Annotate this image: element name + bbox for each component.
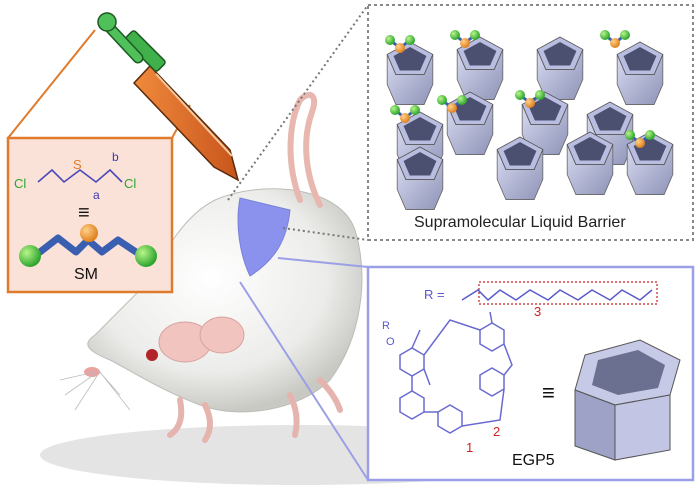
guest-atom bbox=[525, 98, 535, 108]
guest-atom bbox=[460, 38, 470, 48]
egp5-equiv-symbol: ≡ bbox=[542, 380, 555, 405]
guest-atom bbox=[535, 90, 545, 100]
tube-cavity bbox=[463, 42, 497, 66]
sm-s-label: S bbox=[73, 157, 82, 172]
sm-cl-left-label: Cl bbox=[14, 176, 27, 191]
tube-cavity bbox=[403, 152, 437, 176]
pillararene-tubes bbox=[386, 36, 674, 210]
sword-grip bbox=[106, 24, 142, 62]
egp5-r-def: R = bbox=[424, 287, 445, 302]
rat-eye bbox=[146, 349, 158, 361]
egp5-macrocycle bbox=[399, 311, 513, 434]
guest-atom bbox=[635, 138, 645, 148]
sm-guest-molecules bbox=[385, 30, 655, 148]
sm-bond-a-label: a bbox=[93, 188, 100, 202]
guest-atom bbox=[620, 30, 630, 40]
guest-atom bbox=[450, 30, 460, 40]
tube-cavity bbox=[393, 47, 427, 71]
sword-blade bbox=[132, 64, 240, 182]
tube-cavity bbox=[503, 142, 537, 166]
sm-cl-ball-left bbox=[19, 245, 41, 267]
rat-ear-2 bbox=[199, 316, 245, 354]
sm-skeletal-bonds bbox=[37, 168, 123, 184]
tube-cavity bbox=[403, 117, 437, 141]
egp5-label: EGP5 bbox=[512, 452, 555, 469]
guest-atom bbox=[515, 90, 525, 100]
guest-atom bbox=[405, 35, 415, 45]
guest-atom bbox=[610, 38, 620, 48]
rat-paws bbox=[167, 377, 343, 443]
sm-cl-right-label: Cl bbox=[124, 176, 137, 191]
guest-atom bbox=[600, 30, 610, 40]
sword-icon bbox=[97, 12, 240, 182]
guest-atom bbox=[395, 43, 405, 53]
chain-box bbox=[478, 281, 658, 305]
egp5-index-2: 2 bbox=[493, 424, 501, 439]
egp5-index-3: 3 bbox=[534, 304, 542, 319]
egp5-index-1: 1 bbox=[466, 440, 474, 455]
egp5-r-label: R bbox=[382, 320, 390, 332]
sm-bond-b-label: b bbox=[112, 150, 119, 164]
tube-cavity bbox=[528, 97, 562, 121]
rat-whiskers bbox=[59, 369, 131, 411]
guest-atom bbox=[410, 105, 420, 115]
guest-atom bbox=[437, 95, 447, 105]
rat-nose bbox=[84, 367, 100, 377]
tube-cavity bbox=[593, 107, 627, 131]
guest-atom bbox=[390, 105, 400, 115]
tube-cavity bbox=[623, 47, 657, 71]
guest-atom bbox=[400, 113, 410, 123]
guest-atom bbox=[645, 130, 655, 140]
sword-pommel bbox=[97, 12, 117, 32]
sm-s-ball bbox=[80, 224, 98, 242]
tube-cavity bbox=[543, 42, 577, 66]
connector-egp5-top bbox=[277, 257, 369, 268]
chain-bonds bbox=[461, 289, 653, 302]
guest-atom bbox=[447, 103, 457, 113]
connector-barrier-bottom bbox=[282, 227, 369, 241]
connector-sm-left bbox=[7, 29, 96, 139]
guest-atom bbox=[457, 95, 467, 105]
sm-equiv-symbol: ≡ bbox=[78, 202, 90, 224]
egp5-tube-icon bbox=[574, 339, 681, 461]
connector-barrier-top bbox=[227, 4, 369, 201]
guest-atom bbox=[625, 130, 635, 140]
connector-egp5-bottom bbox=[239, 281, 369, 481]
sm-cl-ball-right bbox=[135, 245, 157, 267]
barrier-patch bbox=[237, 197, 291, 277]
sm-label: SM bbox=[74, 266, 98, 283]
barrier-caption: Supramolecular Liquid Barrier bbox=[414, 214, 626, 231]
tube-cavity bbox=[573, 137, 607, 161]
egp5-o-label: O bbox=[386, 336, 395, 348]
guest-atom bbox=[385, 35, 395, 45]
rat-tail bbox=[287, 91, 323, 208]
sword-edge bbox=[155, 73, 233, 157]
sm-ball-model bbox=[19, 224, 157, 267]
guest-atom bbox=[470, 30, 480, 40]
